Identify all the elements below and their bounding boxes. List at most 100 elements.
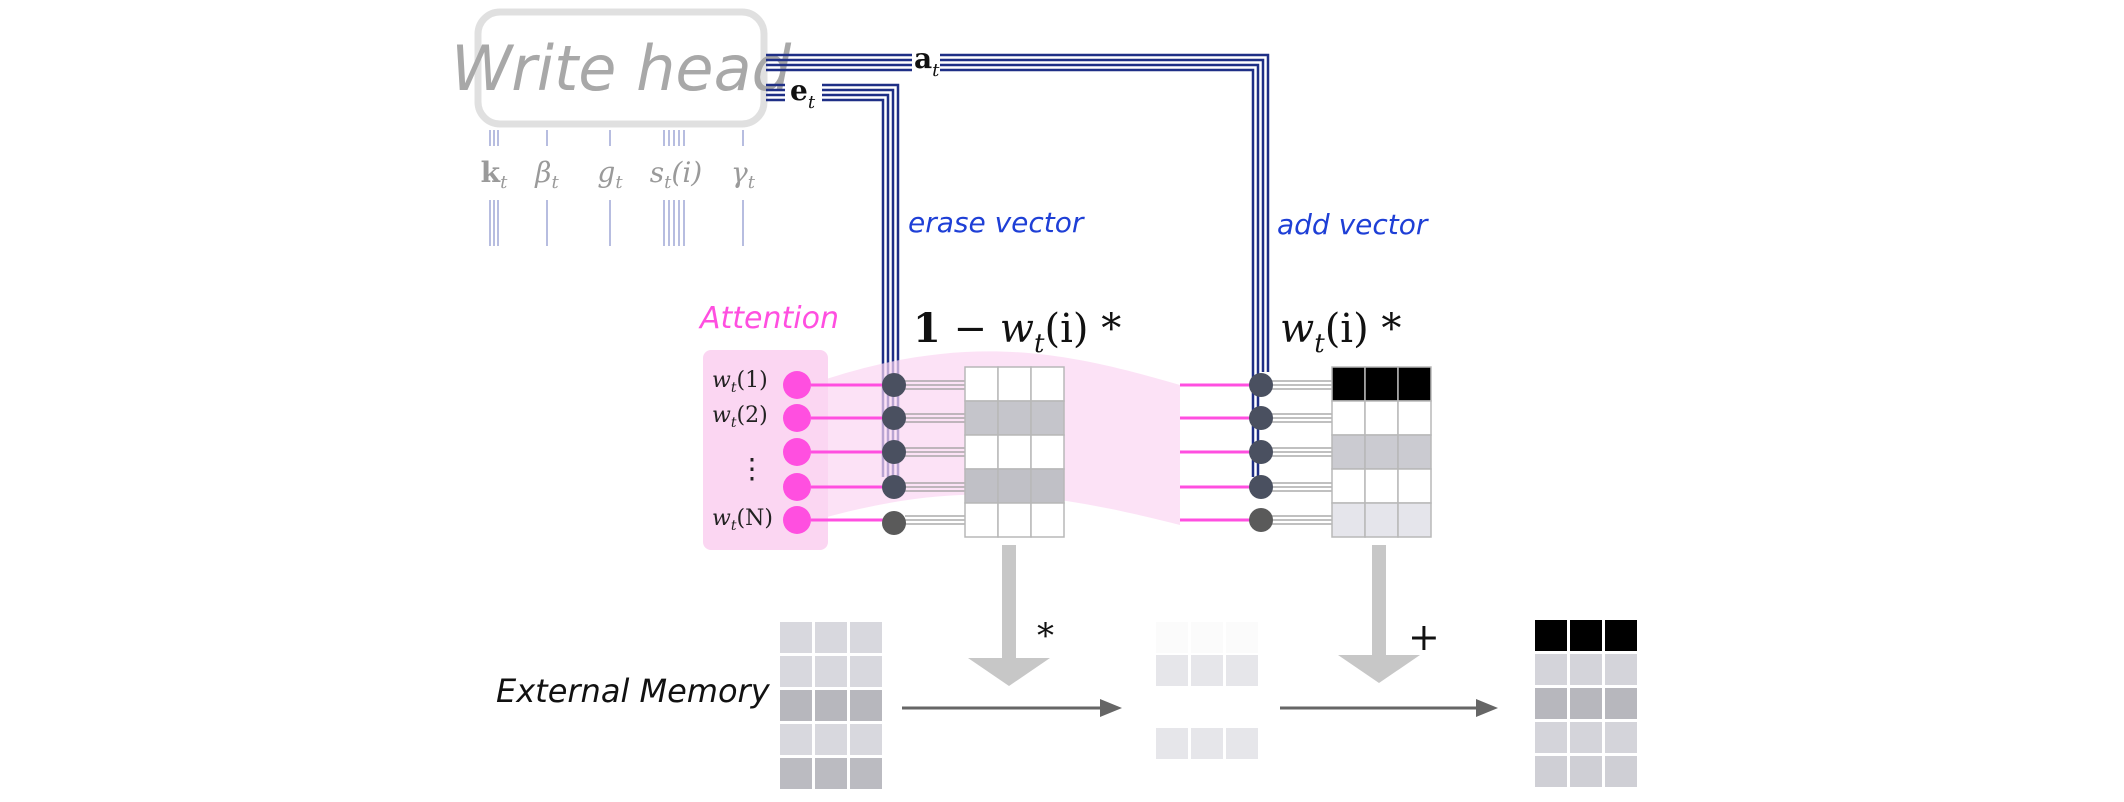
- memory-matrix-cell: [780, 724, 812, 755]
- result-matrix-cell: [1535, 654, 1567, 685]
- param-beta: βt: [534, 156, 559, 193]
- add-matrix-cell: [1331, 468, 1366, 504]
- erase-formula: 1 − wt(i) *: [913, 305, 1121, 359]
- attention-w1: wt(1): [712, 368, 768, 396]
- add-matrix-cell: [1364, 468, 1399, 504]
- add-matrix-cell: [1397, 366, 1432, 402]
- memory-matrix-cell: [850, 690, 882, 721]
- result-matrix-cell: [1605, 688, 1637, 719]
- multiply-down-arrow: [968, 545, 1050, 686]
- erased-memory-cell: [1156, 688, 1188, 719]
- erase-matrix-cell: [964, 468, 999, 504]
- erase-matrix-cell: [964, 434, 999, 470]
- add-matrix-cell: [1397, 434, 1432, 470]
- erase-matrix-cell: [1030, 400, 1065, 436]
- erased-memory-cell: [1156, 761, 1188, 792]
- write-head: Write head: [451, 8, 792, 128]
- erase-nodes: [882, 373, 906, 535]
- attention-lines-erase: [811, 383, 893, 522]
- result-matrix-cell: [1570, 688, 1602, 719]
- result-matrix-cell: [1605, 654, 1637, 685]
- add-matrix-cell: [1397, 400, 1432, 436]
- add-row-lines: [1272, 380, 1332, 525]
- add-matrix-cell: [1364, 366, 1399, 402]
- erased-memory-cell: [1191, 728, 1223, 759]
- attention-dots: ⋮: [738, 452, 766, 485]
- erased-memory-cell: [1226, 688, 1258, 719]
- erased-memory-cell: [1226, 728, 1258, 759]
- erase-weight-matrix: [964, 366, 1065, 538]
- memory-matrix-cell: [780, 656, 812, 687]
- add-nodes: [1249, 373, 1273, 532]
- erased-memory-cell: [1156, 655, 1188, 686]
- multiply-operator: *: [1037, 616, 1054, 656]
- result-matrix-cell: [1605, 722, 1637, 753]
- attention-wN: wt(N): [712, 506, 773, 534]
- memory-matrix-cell: [850, 758, 882, 789]
- add-matrix-cell: [1397, 502, 1432, 538]
- result-matrix-cell: [1570, 654, 1602, 685]
- memory-matrix-cell: [780, 758, 812, 789]
- updated-memory-matrix: [1535, 620, 1637, 787]
- erase-matrix-cell: [997, 468, 1032, 504]
- erased-memory-cell: [1191, 622, 1223, 653]
- erased-memory-cell: [1226, 655, 1258, 686]
- add-weight-matrix: [1331, 366, 1432, 538]
- head-parameters: kt βt gt st(i) γt: [481, 156, 756, 193]
- add-vector-symbol: at: [914, 42, 940, 81]
- external-memory-label: External Memory: [496, 672, 771, 710]
- erased-memory-cell: [1191, 761, 1223, 792]
- erase-matrix-cell: [1030, 468, 1065, 504]
- result-matrix-cell: [1535, 620, 1567, 651]
- attention-lines-add: [1180, 383, 1258, 522]
- memory-matrix-cell: [815, 724, 847, 755]
- memory-matrix-cell: [850, 724, 882, 755]
- result-matrix-cell: [1535, 722, 1567, 753]
- attention-weights: [783, 371, 811, 534]
- attention-w2: wt(2): [712, 403, 768, 431]
- result-matrix-cell: [1570, 620, 1602, 651]
- flow-arrows: [902, 699, 1498, 717]
- erase-matrix-cell: [997, 502, 1032, 538]
- add-formula: wt(i) *: [1280, 306, 1401, 359]
- result-matrix-cell: [1535, 756, 1567, 787]
- erase-row-lines: [905, 380, 965, 525]
- erased-memory-cell: [1156, 622, 1188, 653]
- add-matrix-cell: [1364, 434, 1399, 470]
- add-vector-cable: [766, 53, 1270, 477]
- memory-matrix-cell: [815, 622, 847, 653]
- erase-vector-label: erase vector: [908, 206, 1085, 239]
- erased-memory-cell: [1191, 688, 1223, 719]
- attention-label: Attention: [698, 301, 839, 336]
- add-matrix-cell: [1364, 502, 1399, 538]
- erased-memory-cell: [1226, 622, 1258, 653]
- erase-matrix-cell: [964, 366, 999, 402]
- param-g: gt: [597, 156, 623, 193]
- attention-panel: Attention wt(1) wt(2) ⋮ wt(N): [698, 301, 839, 550]
- result-matrix-cell: [1570, 756, 1602, 787]
- add-down-arrow: [1338, 545, 1420, 683]
- result-matrix-cell: [1605, 620, 1637, 651]
- memory-matrix-cell: [850, 622, 882, 653]
- add-vector-label: add vector: [1277, 208, 1429, 241]
- erased-memory-cell: [1191, 655, 1223, 686]
- param-s: st(i): [650, 156, 702, 193]
- add-matrix-cell: [1331, 434, 1366, 470]
- memory-matrix-cell: [850, 656, 882, 687]
- memory-matrix-cell: [815, 690, 847, 721]
- erase-matrix-cell: [997, 366, 1032, 402]
- erase-matrix-cell: [997, 400, 1032, 436]
- memory-matrix-cell: [815, 656, 847, 687]
- head-parameter-lines: [489, 130, 744, 246]
- erased-memory-cell: [1226, 761, 1258, 792]
- erase-matrix-cell: [964, 502, 999, 538]
- memory-matrix-cell: [815, 758, 847, 789]
- write-head-title: Write head: [451, 32, 792, 105]
- erase-matrix-cell: [1030, 366, 1065, 402]
- memory-matrix-cell: [780, 622, 812, 653]
- result-matrix-cell: [1535, 688, 1567, 719]
- erase-matrix-cell: [1030, 434, 1065, 470]
- erase-matrix-cell: [997, 434, 1032, 470]
- erase-matrix-cell: [1030, 502, 1065, 538]
